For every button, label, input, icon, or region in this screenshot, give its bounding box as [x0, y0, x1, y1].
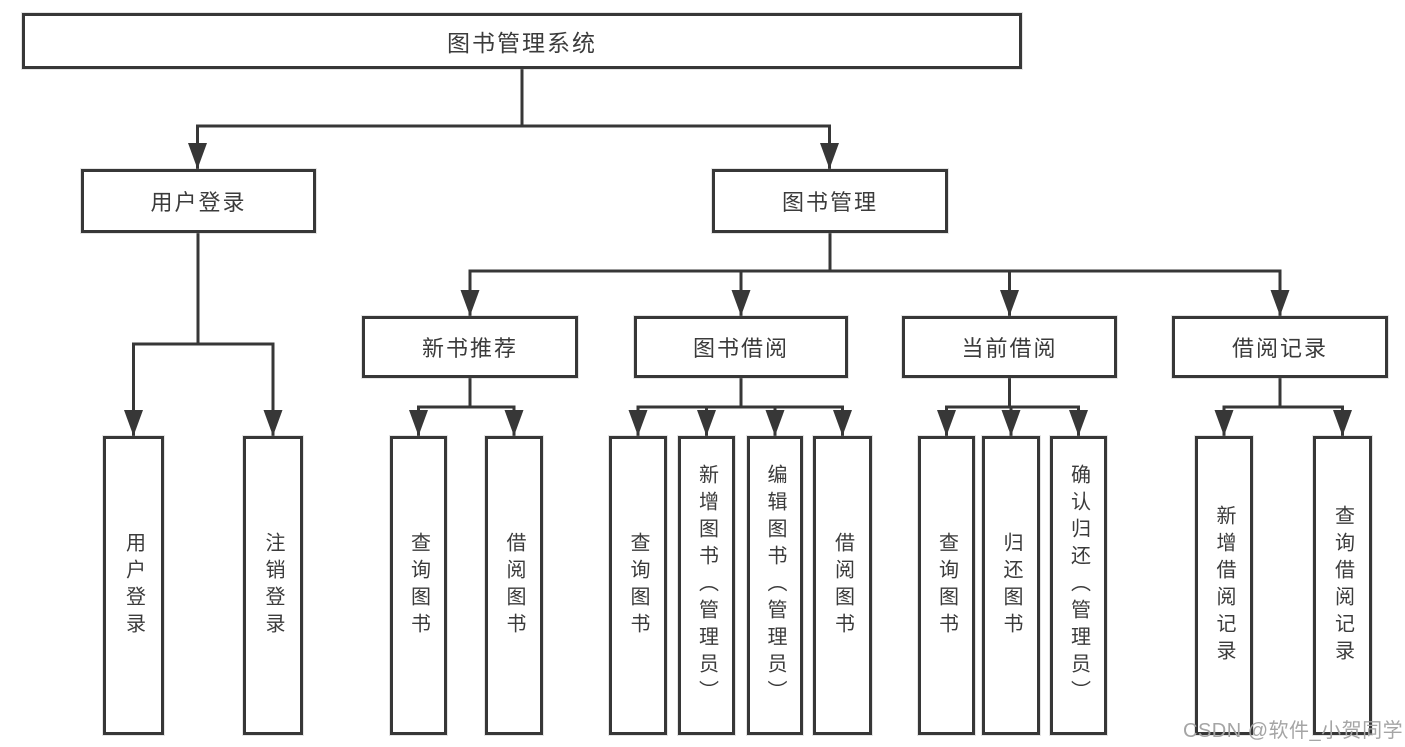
csdn-watermark: CSDN @软件_小贺同学: [1183, 720, 1404, 742]
node-leaf-lend-book-label: 借阅图书: [831, 531, 854, 640]
node-root-system-label: 图书管理系统: [447, 30, 597, 56]
node-leaf-current-query-book-label: 查询图书: [935, 531, 958, 640]
node-borrow-record-label: 借阅记录: [1231, 336, 1328, 361]
node-user-login-label: 用户登录: [150, 190, 247, 215]
node-new-book-rec-label: 新书推荐: [421, 336, 518, 361]
node-leaf-add-borrow-record: 新增借阅记录: [1195, 436, 1253, 735]
node-book-manage: 图书管理: [712, 169, 948, 233]
node-current-borrow: 当前借阅: [902, 316, 1117, 378]
node-leaf-query-borrow-record-label: 查询借阅记录: [1331, 504, 1354, 667]
node-current-borrow-label: 当前借阅: [961, 336, 1058, 361]
node-book-borrow: 图书借阅: [634, 316, 848, 378]
node-leaf-return-book-label: 归还图书: [1000, 531, 1022, 640]
node-leaf-add-borrow-record-label: 新增借阅记录: [1213, 504, 1235, 667]
node-borrow-record: 借阅记录: [1172, 316, 1388, 378]
node-leaf-confirm-return-admin: 确认归还（管理员）: [1050, 436, 1107, 735]
node-leaf-lend-book: 借阅图书: [813, 436, 872, 735]
node-leaf-rec-borrow-book-label: 借阅图书: [503, 531, 525, 640]
node-leaf-borrow-query-book-label: 查询图书: [627, 531, 649, 640]
node-leaf-current-query-book: 查询图书: [918, 436, 975, 735]
node-leaf-rec-query-book-label: 查询图书: [407, 531, 430, 640]
node-leaf-edit-book-admin-label: 编辑图书（管理员）: [764, 464, 786, 707]
node-book-manage-label: 图书管理: [781, 190, 878, 215]
node-leaf-add-book-admin-label: 新增图书（管理员）: [695, 464, 718, 707]
node-book-borrow-label: 图书借阅: [692, 336, 789, 361]
node-new-book-rec: 新书推荐: [362, 316, 578, 378]
node-leaf-logout: 注销登录: [243, 436, 303, 735]
node-user-login: 用户登录: [81, 169, 316, 233]
node-leaf-add-book-admin: 新增图书（管理员）: [678, 436, 735, 735]
connector-bus-lines: [132, 67, 1344, 409]
node-leaf-return-book: 归还图书: [982, 436, 1040, 735]
node-leaf-query-borrow-record: 查询借阅记录: [1313, 436, 1372, 735]
node-leaf-user-login-label: 用户登录: [122, 531, 145, 640]
node-leaf-rec-query-book: 查询图书: [390, 436, 447, 735]
node-root-system: 图书管理系统: [22, 13, 1022, 69]
node-leaf-borrow-query-book: 查询图书: [609, 436, 667, 735]
node-leaf-edit-book-admin: 编辑图书（管理员）: [747, 436, 803, 735]
node-leaf-rec-borrow-book: 借阅图书: [485, 436, 543, 735]
node-leaf-confirm-return-admin-label: 确认归还（管理员）: [1067, 464, 1090, 707]
node-leaf-user-login: 用户登录: [103, 436, 164, 735]
node-leaf-logout-label: 注销登录: [262, 531, 284, 640]
